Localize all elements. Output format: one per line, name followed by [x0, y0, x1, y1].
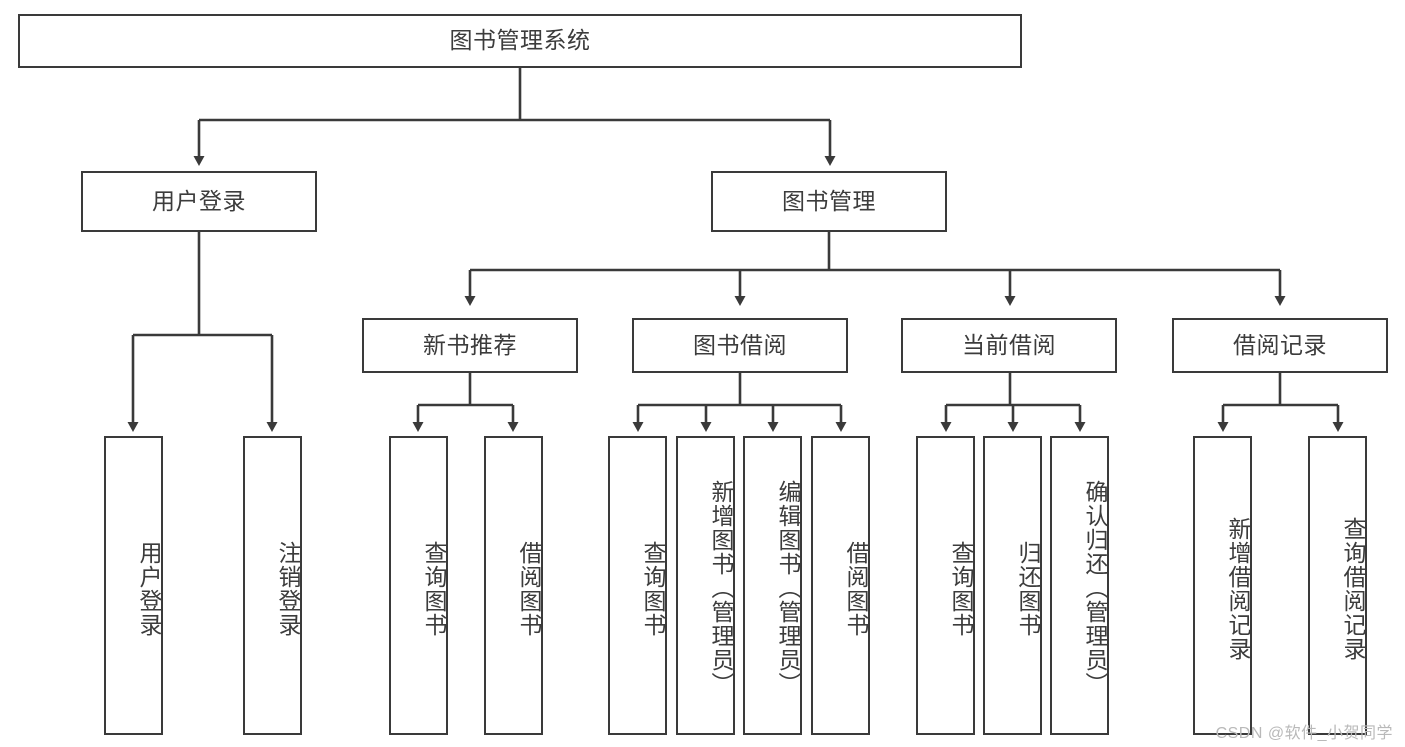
watermark: CSDN @软件_小贺同学 — [1215, 725, 1393, 742]
leaf-label: 借阅图书 — [516, 540, 542, 637]
node-book-borrow[interactable]: 图书借阅 — [632, 318, 848, 373]
leaf-label: 注销登录 — [275, 540, 301, 637]
node-new-book-recommend[interactable]: 新书推荐 — [362, 318, 578, 373]
node-current-borrow[interactable]: 当前借阅 — [901, 318, 1117, 373]
node-new-book-recommend-label: 新书推荐 — [423, 331, 517, 358]
leaf-label: 新增图书（管理员） — [708, 479, 734, 696]
leaf-label: 归还图书 — [1015, 540, 1041, 637]
leaf-user-login-login[interactable]: 用户登录 — [104, 436, 163, 735]
leaf-label: 查询图书 — [640, 540, 666, 637]
leaf-new-book-query[interactable]: 查询图书 — [389, 436, 448, 735]
leaf-label: 查询图书 — [421, 540, 447, 637]
node-borrow-record[interactable]: 借阅记录 — [1172, 318, 1388, 373]
leaf-label: 查询图书 — [948, 540, 974, 637]
leaf-current-borrow-confirm[interactable]: 确认归还（管理员） — [1050, 436, 1109, 735]
leaf-book-borrow-query[interactable]: 查询图书 — [608, 436, 667, 735]
leaf-user-login-logout[interactable]: 注销登录 — [243, 436, 302, 735]
leaf-label: 编辑图书（管理员） — [775, 479, 801, 696]
leaf-label: 借阅图书 — [843, 540, 869, 637]
node-borrow-record-label: 借阅记录 — [1233, 331, 1327, 358]
node-book-management-label: 图书管理 — [782, 187, 876, 214]
node-user-login[interactable]: 用户登录 — [81, 171, 317, 232]
leaf-book-borrow-add[interactable]: 新增图书（管理员） — [676, 436, 735, 735]
leaf-label: 用户登录 — [136, 540, 162, 637]
node-book-borrow-label: 图书借阅 — [693, 331, 787, 358]
leaf-book-borrow-edit[interactable]: 编辑图书（管理员） — [743, 436, 802, 735]
leaf-book-borrow-borrow[interactable]: 借阅图书 — [811, 436, 870, 735]
node-root[interactable]: 图书管理系统 — [18, 14, 1022, 68]
leaf-new-book-borrow[interactable]: 借阅图书 — [484, 436, 543, 735]
leaf-label: 查询借阅记录 — [1340, 516, 1366, 661]
node-book-management[interactable]: 图书管理 — [711, 171, 947, 232]
leaf-current-borrow-return[interactable]: 归还图书 — [983, 436, 1042, 735]
node-root-label: 图书管理系统 — [449, 27, 591, 54]
leaf-current-borrow-query[interactable]: 查询图书 — [916, 436, 975, 735]
node-user-login-label: 用户登录 — [152, 187, 246, 214]
leaf-label: 确认归还（管理员） — [1082, 479, 1108, 696]
leaf-borrow-record-query[interactable]: 查询借阅记录 — [1308, 436, 1367, 735]
leaf-label: 新增借阅记录 — [1225, 516, 1251, 661]
leaf-borrow-record-add[interactable]: 新增借阅记录 — [1193, 436, 1252, 735]
node-current-borrow-label: 当前借阅 — [962, 331, 1056, 358]
